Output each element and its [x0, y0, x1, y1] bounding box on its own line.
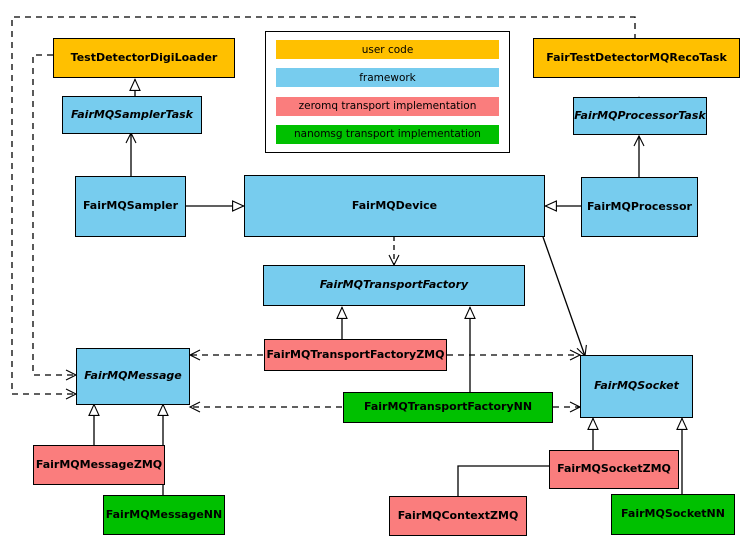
class-box-fairmqmessage[interactable]: FairMQMessage	[76, 348, 190, 405]
class-box-fairmqtransportfactorynn[interactable]: FairMQTransportFactoryNN	[343, 392, 553, 423]
class-box-fairmqsocketzmq[interactable]: FairMQSocketZMQ	[549, 450, 679, 489]
class-box-fairmqdevice[interactable]: FairMQDevice	[244, 175, 545, 237]
legend-label-user-code: user code	[361, 43, 414, 56]
legend-item-zeromq: zeromq transport implementation	[276, 96, 499, 116]
legend-label-zeromq: zeromq transport implementation	[298, 100, 477, 113]
class-box-fairmqmessagenn[interactable]: FairMQMessageNN	[103, 495, 225, 535]
legend-label-nanomsg: nanomsg transport implementation	[294, 128, 481, 141]
legend-label-framework: framework	[359, 71, 416, 84]
class-box-fairmqsampler[interactable]: FairMQSampler	[75, 176, 186, 237]
class-box-fairtestdetectormqrecotask[interactable]: FairTestDetectorMQRecoTask	[533, 38, 740, 78]
class-box-fairmqcontextzmq[interactable]: FairMQContextZMQ	[389, 496, 527, 536]
class-box-fairmqsocket[interactable]: FairMQSocket	[580, 355, 693, 418]
legend-panel: user code framework zeromq transport imp…	[265, 31, 510, 153]
class-box-fairmqprocessortask[interactable]: FairMQProcessorTask	[573, 97, 707, 135]
class-box-fairmqmessagezmq[interactable]: FairMQMessageZMQ	[33, 445, 165, 485]
class-box-fairmqtransportfactory[interactable]: FairMQTransportFactory	[263, 265, 525, 306]
legend-item-framework: framework	[276, 68, 499, 88]
class-box-fairmqtransportfactoryzmq[interactable]: FairMQTransportFactoryZMQ	[264, 339, 447, 371]
legend-item-nanomsg: nanomsg transport implementation	[276, 124, 499, 144]
class-box-fairmqprocessor[interactable]: FairMQProcessor	[581, 177, 698, 237]
legend-item-user-code: user code	[276, 40, 499, 59]
class-box-testdetectordigiloader[interactable]: TestDetectorDigiLoader	[53, 38, 235, 78]
class-box-fairmqsocketnn[interactable]: FairMQSocketNN	[611, 494, 735, 535]
edge-device-to-socket	[542, 236, 587, 358]
class-box-fairmqsamplertask[interactable]: FairMQSamplerTask	[62, 96, 202, 134]
